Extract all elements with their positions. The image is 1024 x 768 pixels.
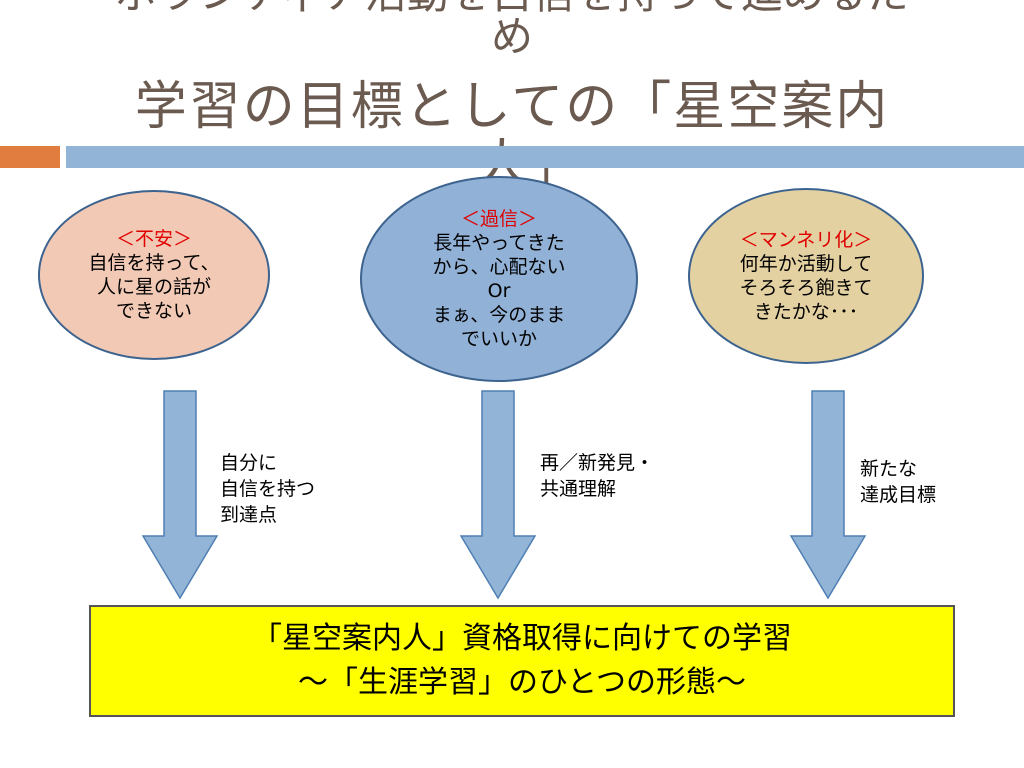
ellipse-text-line: 自信を持って、 — [88, 252, 220, 274]
ellipse-text-line: そろそろ飽きて — [739, 277, 873, 299]
down-arrow-icon — [142, 390, 218, 600]
ellipse-overconfidence: ＜過信＞ 長年やってきた から、心配ない Or まぁ、今のまま でいいか — [360, 176, 638, 382]
label-line: 新たな — [860, 458, 918, 480]
label-line: 自信を持つ — [220, 478, 316, 500]
accent-bar-orange — [0, 146, 60, 168]
ellipse-heading: ＜マンネリ化＞ — [739, 229, 873, 251]
label-line: 達成目標 — [860, 484, 937, 506]
ellipse-rut: ＜マンネリ化＞ 何年か活動して そろそろ飽きて きたかな･･･ — [688, 188, 924, 364]
ellipse-text-line: Or — [487, 280, 511, 302]
ellipse-heading: ＜過信＞ — [460, 208, 537, 230]
learning-goal-line: 「星空案内人」資格取得に向けての学習 — [252, 621, 792, 656]
arrow-label-confidence: 自分に 自信を持つ 到達点 — [220, 450, 315, 528]
down-arrow-icon — [790, 390, 866, 600]
learning-goal-subline: ～「生涯学習」のひとつの形態～ — [298, 665, 746, 700]
label-line: 再／新発見・ — [540, 452, 655, 474]
ellipse-text-line: から、心配ない — [432, 256, 566, 278]
label-line: 到達点 — [220, 504, 278, 526]
title-line-1-wrap: め — [490, 12, 533, 61]
ellipse-text-line: きたかな･･･ — [753, 301, 859, 323]
ellipse-anxiety: ＜不安＞ 自信を持って、 人に星の話が できない — [38, 190, 270, 360]
ellipse-text-line: 長年やってきた — [433, 232, 565, 254]
ellipse-text-line: 何年か活動して — [739, 253, 873, 275]
down-arrow-icon — [460, 390, 536, 600]
ellipse-text-line: 人に星の話が — [96, 276, 211, 298]
label-line: 共通理解 — [540, 478, 617, 500]
ellipse-text-line: できない — [115, 300, 192, 322]
arrow-label-rediscovery: 再／新発見・ 共通理解 — [540, 450, 654, 502]
ellipse-text-line: でいいか — [460, 328, 537, 350]
ellipse-heading: ＜不安＞ — [115, 228, 192, 250]
learning-goal-box: 「星空案内人」資格取得に向けての学習 ～「生涯学習」のひとつの形態～ — [89, 605, 955, 717]
title-line-2: 学習の目標としての「星空案内 — [134, 77, 890, 137]
arrow-label-new-goal: 新たな 達成目標 — [860, 456, 936, 508]
ellipse-text-line: まぁ、今のまま — [432, 304, 566, 326]
label-line: 自分に — [220, 452, 278, 474]
title-line-1: ボランティア活動を自信を持って進めるた — [0, 0, 1024, 18]
accent-bar-blue — [66, 146, 1024, 168]
